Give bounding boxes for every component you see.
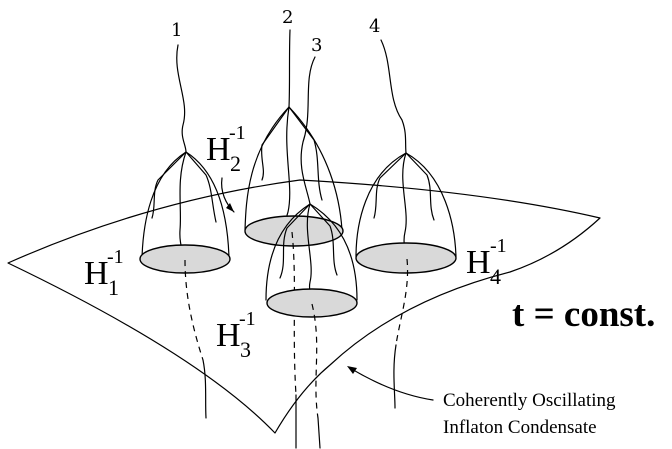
worldline-1-top <box>176 44 187 153</box>
horizon-2-cone <box>244 106 343 231</box>
horizon-2-pointer-arrow <box>221 177 235 213</box>
worldline-2-left <box>260 106 290 181</box>
worldline-4-right <box>405 152 435 221</box>
horizon-3-disk <box>266 288 358 318</box>
worldline-4-below <box>395 258 409 346</box>
svg-text:-1: -1 <box>229 122 246 144</box>
worldline-1-left <box>151 151 187 219</box>
worldline-3-right <box>309 203 338 276</box>
worldline-3-bottom <box>317 417 321 449</box>
horizon-3-label: H 3 -1 <box>216 308 256 362</box>
horizon-1-disk <box>139 244 231 274</box>
svg-text:-1: -1 <box>107 246 124 268</box>
condensate-label-line-1: Coherently Oscillating <box>443 390 616 411</box>
horizon-1-label: H 1 -1 <box>84 246 124 300</box>
worldline-1-label: 1 <box>171 20 182 41</box>
svg-text:H: H <box>84 255 109 292</box>
svg-text:-1: -1 <box>490 235 507 257</box>
svg-text:2: 2 <box>230 151 241 176</box>
worldline-4-label: 4 <box>369 16 380 37</box>
horizon-3-cone <box>265 203 358 301</box>
svg-text:4: 4 <box>490 264 501 289</box>
worldline-2-below <box>291 231 297 396</box>
worldline-1-mid <box>179 151 187 261</box>
horizon-4-cone <box>355 152 457 258</box>
worldline-2-top <box>288 29 291 108</box>
svg-text:1: 1 <box>108 275 119 300</box>
condensate-label-line-2: Inflaton Condensate <box>443 417 597 438</box>
worldline-1-bottom <box>202 359 207 419</box>
svg-text:-1: -1 <box>239 308 256 330</box>
svg-text:H: H <box>466 244 491 281</box>
condensate-pointer-arrow <box>347 366 434 401</box>
worldline-1-right <box>185 151 217 223</box>
horizon-2-label: H 2 -1 <box>206 122 246 176</box>
hypersurface <box>7 179 601 434</box>
svg-text:3: 3 <box>240 337 251 362</box>
svg-text:H: H <box>206 131 231 168</box>
worldline-2-mid <box>286 106 292 233</box>
worldline-1-below <box>184 259 204 361</box>
worldline-4-bottom <box>393 344 397 409</box>
worldline-4-top <box>380 39 407 154</box>
horizon-4-disk <box>355 242 457 274</box>
worldline-4-left <box>373 152 407 219</box>
worldline-2-label: 2 <box>282 7 293 28</box>
worldline-3-left <box>279 203 311 279</box>
horizon-4-label: H 4 -1 <box>466 235 507 289</box>
time-slice-label: t = const. <box>512 294 655 335</box>
worldline-3-label: 3 <box>311 35 322 56</box>
horizon-2-disk <box>244 215 344 247</box>
worldline-3-below <box>311 303 319 419</box>
svg-text:H: H <box>216 317 241 354</box>
worldline-3-top <box>300 56 316 205</box>
horizon-1-cone <box>141 151 230 259</box>
